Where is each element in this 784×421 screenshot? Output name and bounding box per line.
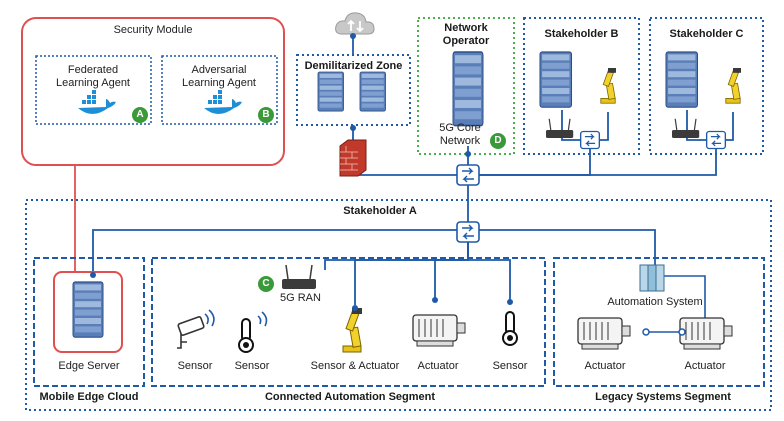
stakeholder-c-server-icon xyxy=(665,51,699,108)
core-network-line2: Network xyxy=(439,135,481,147)
security-module-frame xyxy=(21,17,285,166)
stakeholder-b-title: Stakeholder B xyxy=(544,28,619,40)
dmz-server-icon-1 xyxy=(317,71,344,112)
firewall-top-dot xyxy=(350,125,356,131)
core-link-dot xyxy=(465,151,471,157)
connected-automation-frame xyxy=(151,257,546,387)
network-operator-line1: Network xyxy=(444,22,488,34)
cloud-link-dot xyxy=(350,33,356,39)
core-network-line1: 5G Core xyxy=(439,122,481,134)
stakeholder-c-robot-icon xyxy=(725,67,742,104)
adversarial-agent-line2: Learning Agent xyxy=(181,77,256,89)
stakeholder-b-server-icon xyxy=(539,51,573,108)
connected-automation-title: Connected Automation Segment xyxy=(264,391,436,403)
ran-label: 5G RAN xyxy=(280,292,321,304)
legacy-systems-title: Legacy Systems Segment xyxy=(595,391,731,403)
core-switch-icon xyxy=(456,164,480,186)
automation-system-icon xyxy=(639,264,665,292)
legacy-actuator-1-label: Actuator xyxy=(584,360,626,372)
stakeholder-b-switch-icon xyxy=(579,130,601,150)
stakeholder-c-title: Stakeholder C xyxy=(669,28,744,40)
stakeholder-b-router-icon xyxy=(545,118,574,139)
security-module-title: Security Module xyxy=(113,24,193,36)
legacy-links xyxy=(645,275,706,333)
badge-a-label: A xyxy=(136,109,144,120)
mobile-edge-cloud-title: Mobile Edge Cloud xyxy=(39,391,139,403)
thermo2-dot xyxy=(507,299,513,305)
badge-c-label: C xyxy=(262,278,270,289)
mobile-edge-cloud-frame xyxy=(33,257,145,387)
camera-sensor-icon xyxy=(177,309,215,349)
device-label-thermo-sensor: Sensor xyxy=(234,360,270,372)
device-label-sensor-actuator: Sensor & Actuator xyxy=(310,360,400,372)
badge-d-bg xyxy=(490,133,506,149)
edge-server-dot xyxy=(90,272,96,278)
stakeholder-a-title: Stakeholder A xyxy=(343,205,417,217)
legacy-actuator-2-label: Actuator xyxy=(684,360,726,372)
stakeholder-c-frame xyxy=(649,17,764,155)
edge-server-icon xyxy=(72,281,104,338)
edge-server-label: Edge Server xyxy=(58,360,120,372)
dmz-server-icon-2 xyxy=(359,71,386,112)
motor-actuator-icon xyxy=(412,314,466,347)
stakeholder-c-switch-icon xyxy=(705,130,727,150)
ran-router-icon xyxy=(281,264,317,290)
cloud-icon xyxy=(335,12,375,35)
stakeholder-b-robot-icon xyxy=(600,67,617,104)
dmz-title: Demilitarized Zone xyxy=(304,60,403,72)
badge-d-label: D xyxy=(494,135,502,146)
stakeholder-a-frame xyxy=(25,199,772,411)
thermometer-wifi-icon xyxy=(257,311,268,327)
motor-dot xyxy=(432,297,438,303)
stakeholder-a-switch-icon xyxy=(456,221,480,243)
device-label-camera-sensor: Sensor xyxy=(177,360,213,372)
thermometer-sensor-icon-2 xyxy=(502,311,518,346)
robot-actuator-icon xyxy=(342,307,363,353)
federated-agent-line2: Learning Agent xyxy=(55,77,130,89)
device-label-actuator: Actuator xyxy=(417,360,459,372)
federated-agent-line1: Federated xyxy=(67,64,119,76)
thermometer-sensor-icon-1 xyxy=(238,318,254,353)
adversarial-agent-line1: Adversarial xyxy=(191,64,247,76)
badge-a-bg xyxy=(132,107,148,123)
robot-dot xyxy=(352,305,358,311)
badge-b-bg xyxy=(258,107,274,123)
legacy-motor-icon-1 xyxy=(577,317,631,350)
network-operator-line2: Operator xyxy=(442,35,490,47)
legacy-link-dot-2 xyxy=(678,328,686,336)
badge-c-bg xyxy=(258,276,274,292)
stakeholder-c-router-icon xyxy=(671,118,700,139)
dmz-frame xyxy=(296,54,411,126)
badge-b-label: B xyxy=(262,109,270,120)
legacy-link-dot-1 xyxy=(642,328,650,336)
legacy-systems-frame xyxy=(553,257,765,387)
firewall-icon xyxy=(339,139,367,177)
core-server-icon xyxy=(452,51,484,127)
device-label-sensor-2: Sensor xyxy=(492,360,528,372)
automation-system-label: Automation System xyxy=(607,296,703,308)
legacy-motor-icon-2 xyxy=(679,317,733,350)
